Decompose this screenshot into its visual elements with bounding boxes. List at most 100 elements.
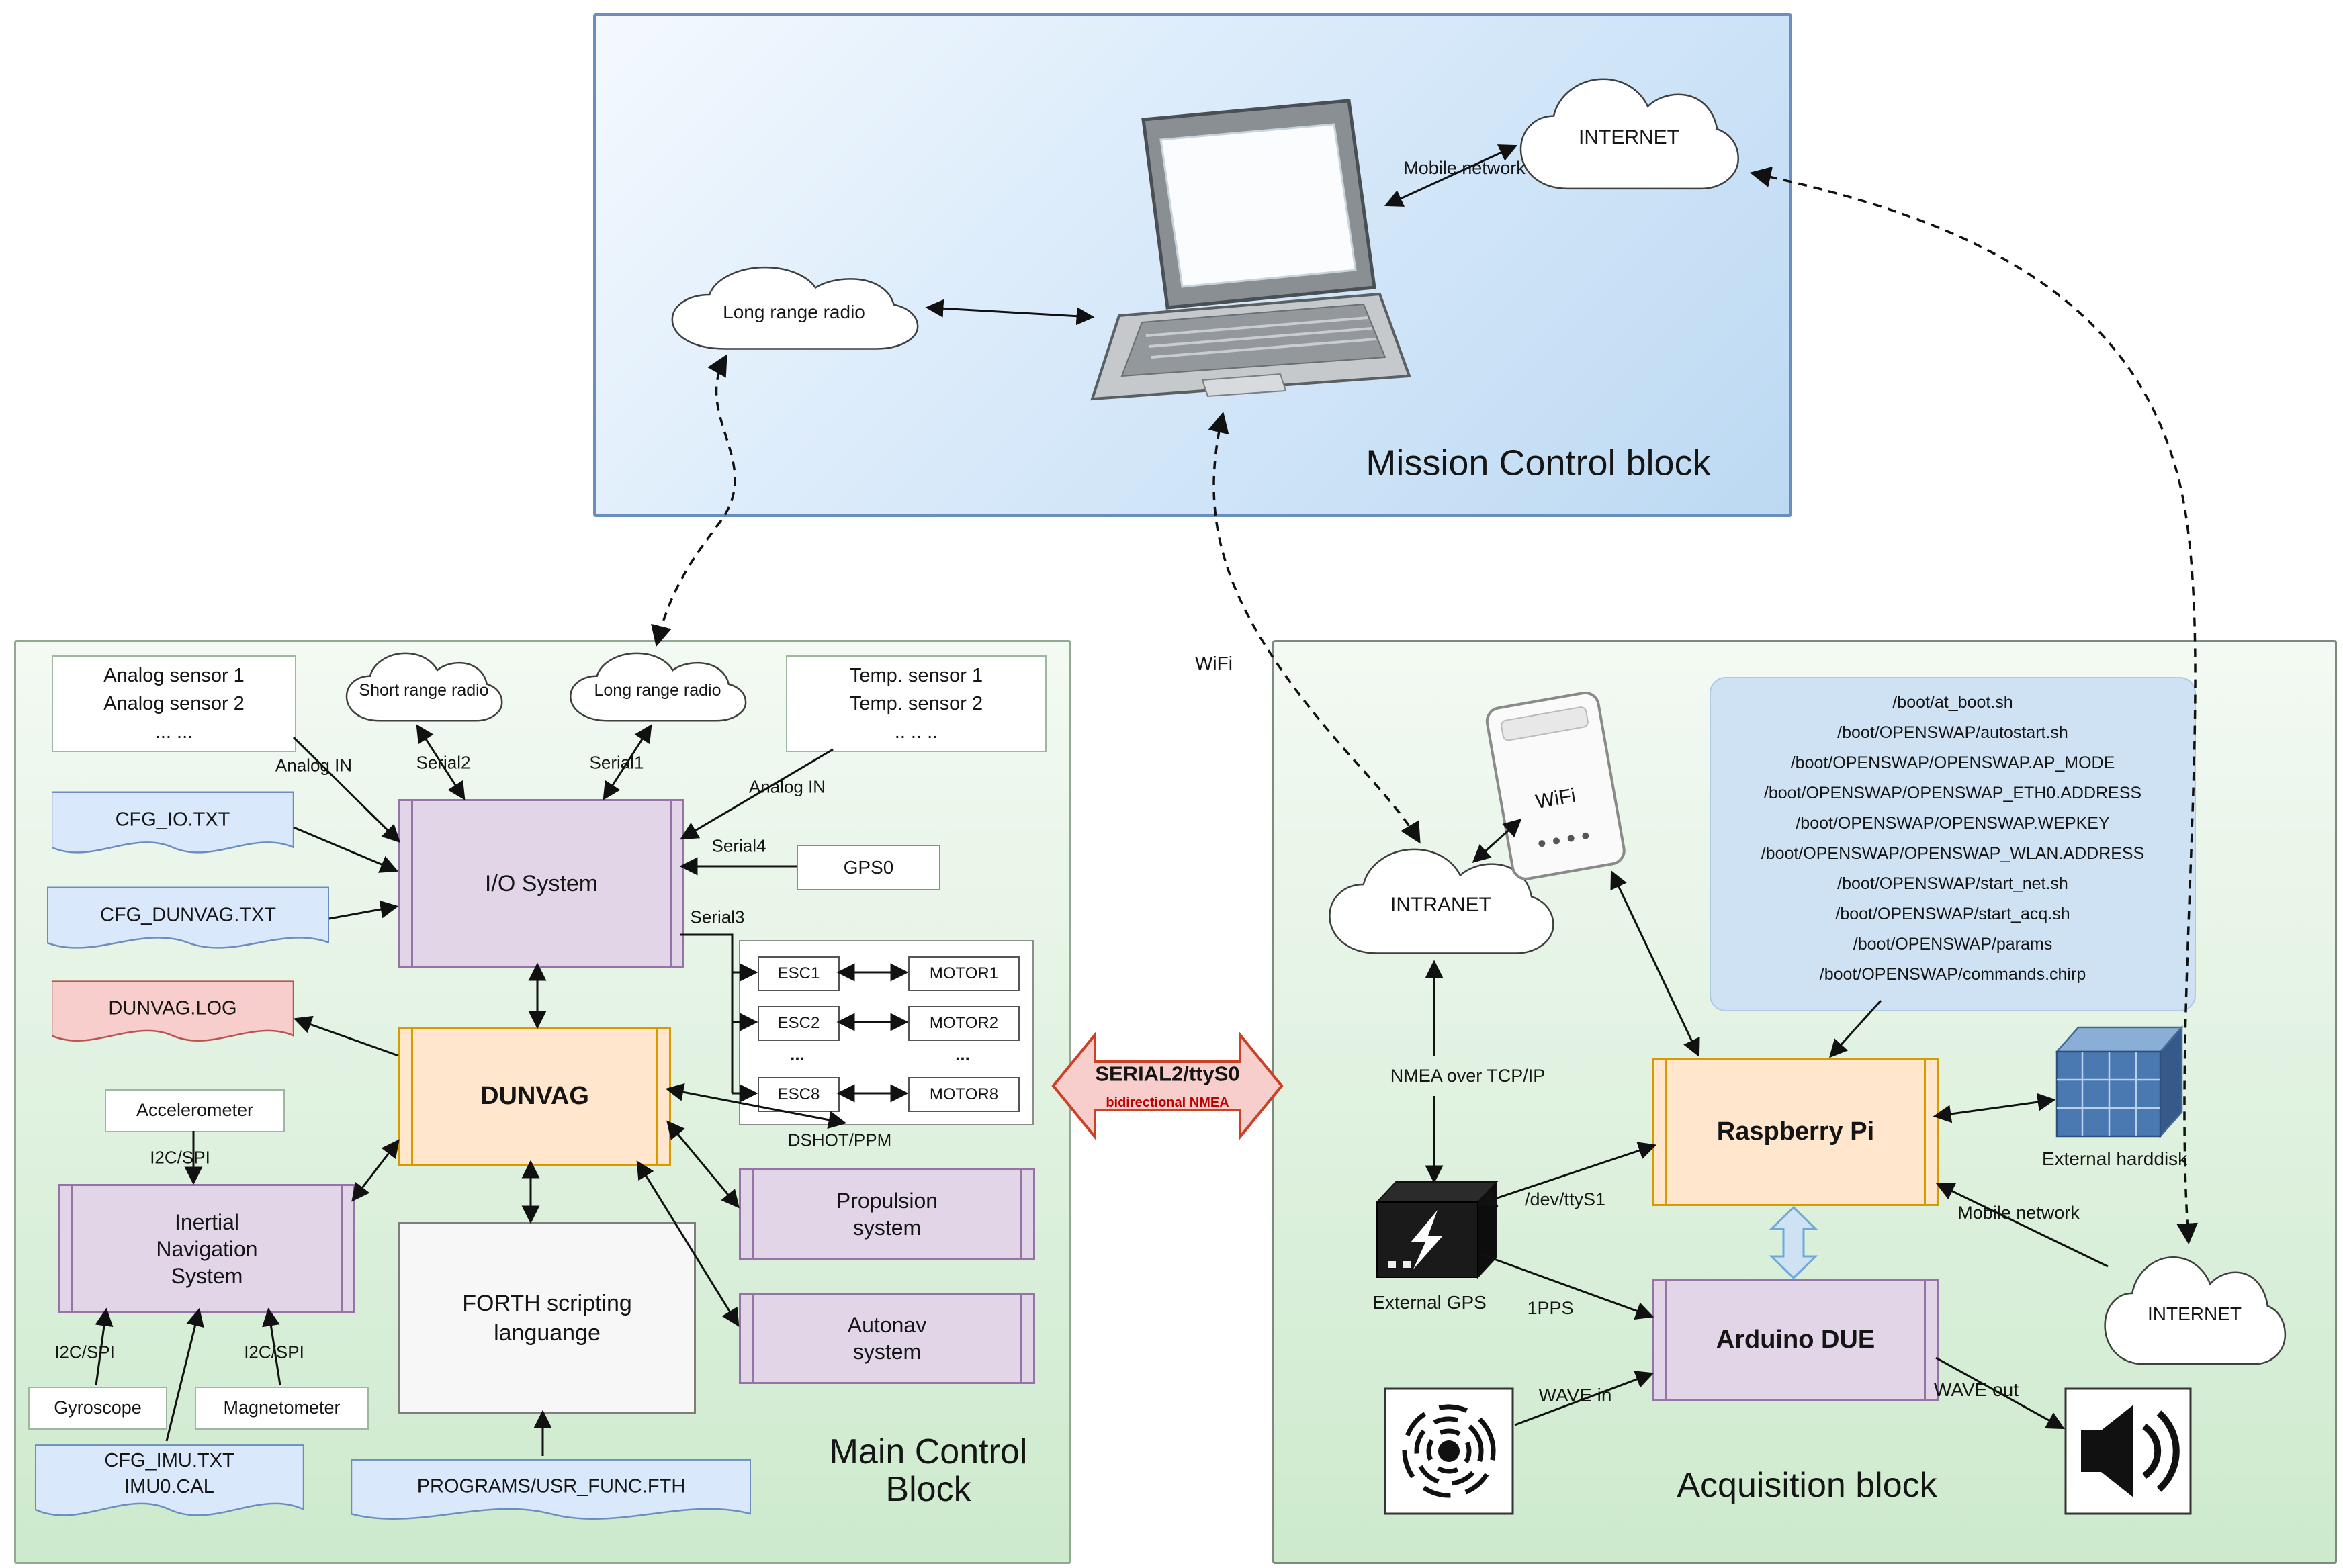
serial3-label: Serial3 [690, 907, 745, 927]
serial2-label: Serial2 [416, 752, 471, 773]
serial2-ttys0-label: SERIAL2/ttyS0 [1095, 1062, 1240, 1086]
gps0-label: GPS0 [843, 856, 894, 878]
file-cfg-dunvag: CFG_DUNVAG.TXT [47, 885, 329, 960]
boot-file-line: /boot/OPENSWAP/OPENSWAP_WLAN.ADDRESS [1761, 844, 2145, 863]
motor8-box: MOTOR8 [908, 1077, 1020, 1112]
esc2-box: ESC2 [758, 1006, 840, 1041]
external-gps-label: External GPS [1372, 1292, 1487, 1313]
boot-file-line: /boot/OPENSWAP/params [1853, 935, 2053, 954]
esc1-label: ESC1 [777, 964, 820, 982]
cfg-dunvag-label: CFG_DUNVAG.TXT [99, 904, 277, 926]
propulsion-node: Propulsion system [739, 1168, 1035, 1260]
analog-sensor-2-label: Analog sensor 2 [103, 692, 245, 714]
motor1-box: MOTOR1 [908, 956, 1020, 991]
esc2-label: ESC2 [777, 1014, 820, 1032]
serial4-label: Serial4 [711, 835, 766, 856]
temp-sensor-more-label: .. .. .. [894, 721, 938, 743]
autonav-node: Autonav system [739, 1293, 1035, 1384]
serial1-label: Serial1 [589, 752, 644, 773]
arduino-due-label: Arduino DUE [1716, 1325, 1875, 1354]
file-cfg-imu: CFG_IMU.TXT IMU0.CAL [35, 1442, 304, 1530]
intranet-cloud-label: INTRANET [1390, 894, 1491, 916]
boot-file-line: /boot/OPENSWAP/start_net.sh [1837, 874, 2068, 893]
gyroscope-box: Gyroscope [28, 1387, 167, 1430]
ins-label-3: System [171, 1263, 243, 1288]
mobile-network-label-acq: Mobile network [1957, 1202, 2080, 1223]
accelerometer-label: Accelerometer [136, 1100, 254, 1121]
esc8-box: ESC8 [758, 1077, 840, 1112]
motor2-box: MOTOR2 [908, 1006, 1020, 1041]
cfg-imu-label: CFG_IMU.TXT [104, 1449, 234, 1471]
mobile-network-label-mission: Mobile network [1403, 157, 1526, 178]
temp-sensors-box: Temp. sensor 1 Temp. sensor 2 .. .. .. [786, 655, 1047, 752]
pps-label: 1PPS [1527, 1297, 1574, 1318]
esc-dots-label: ... [790, 1044, 805, 1064]
file-dunvag-log: DUNVAG.LOG [52, 979, 294, 1053]
wave-out-label: WAVE out [1933, 1379, 2019, 1401]
boot-file-line: /boot/OPENSWAP/autostart.sh [1837, 723, 2068, 742]
i2c-spi-label-mag: I2C/SPI [244, 1342, 304, 1363]
motor1-label: MOTOR1 [929, 964, 999, 982]
io-system-node: I/O System [398, 799, 684, 968]
propulsion-label-1: Propulsion [836, 1189, 938, 1213]
boot-file-line: /boot/OPENSWAP/OPENSWAP_ETH0.ADDRESS [1763, 784, 2142, 802]
forth-box: FORTH scripting languange [398, 1222, 696, 1414]
motor8-label: MOTOR8 [929, 1085, 999, 1103]
raspberry-pi-label: Raspberry Pi [1716, 1117, 1875, 1146]
temp-sensor-2-label: Temp. sensor 2 [849, 692, 983, 714]
acq-title: Acquisition block [1677, 1465, 1937, 1505]
i2c-spi-label-accel: I2C/SPI [150, 1147, 210, 1168]
main-title-line1: Main Control [829, 1432, 1028, 1471]
cfg-io-label: CFG_IO.TXT [115, 809, 230, 831]
long-range-radio-cloud-label-main: Long range radio [594, 681, 721, 700]
boot-file-line: /boot/OPENSWAP/OPENSWAP.WEPKEY [1796, 814, 2110, 833]
internet-cloud-label-mission: INTERNET [1579, 126, 1679, 148]
io-system-label: I/O System [484, 870, 599, 896]
propulsion-label-2: system [852, 1215, 922, 1240]
boot-file-line: /boot/OPENSWAP/commands.chirp [1819, 965, 2086, 984]
analog-in-label-right: Analog IN [748, 776, 826, 797]
esc1-box: ESC1 [758, 956, 840, 991]
ins-node: Inertial Navigation System [58, 1184, 355, 1313]
mission-title: Mission Control block [1366, 443, 1711, 483]
boot-file-line: /boot/OPENSWAP/start_acq.sh [1835, 905, 2070, 923]
imu0-cal-label: IMU0.CAL [124, 1475, 214, 1497]
autonav-label-1: Autonav [847, 1313, 927, 1337]
analog-sensor-1-label: Analog sensor 1 [103, 664, 245, 686]
dunvag-label: DUNVAG [480, 1082, 589, 1111]
wifi-link-label: WiFi [1195, 653, 1233, 674]
arduino-due-node: Arduino DUE [1652, 1279, 1939, 1401]
dunvag-node: DUNVAG [398, 1027, 671, 1166]
external-harddisk-label: External harddisk [2041, 1148, 2188, 1170]
motor2-label: MOTOR2 [929, 1014, 999, 1032]
magnetometer-box: Magnetometer [195, 1387, 369, 1430]
temp-sensor-1-label: Temp. sensor 1 [849, 664, 983, 686]
motor-dots-label: ... [955, 1044, 970, 1064]
gps0-box: GPS0 [797, 845, 940, 890]
boot-file-line: /boot/OPENSWAP/OPENSWAP.AP_MODE [1790, 753, 2115, 772]
bidirectional-nmea-label: bidirectional NMEA [1106, 1095, 1229, 1110]
magnetometer-label: Magnetometer [223, 1397, 341, 1418]
ins-label-1: Inertial [174, 1209, 240, 1234]
dunvag-log-label: DUNVAG.LOG [108, 997, 237, 1019]
analog-sensors-box: Analog sensor 1 Analog sensor 2 ... ... [52, 655, 296, 752]
forth-label-1: FORTH scripting [462, 1290, 632, 1316]
file-cfg-io: CFG_IO.TXT [52, 790, 294, 865]
i2c-spi-label-gyro: I2C/SPI [54, 1342, 115, 1363]
main-title-line2: Block [885, 1469, 971, 1509]
analog-sensor-more-label: ... ... [154, 721, 193, 743]
internet-cloud-label-acq: INTERNET [2148, 1303, 2242, 1325]
nmea-tcpip-label: NMEA over TCP/IP [1390, 1065, 1546, 1086]
boot-files-box: /boot/at_boot.sh /boot/OPENSWAP/autostar… [1710, 677, 2196, 1011]
long-range-radio-cloud-label: Long range radio [723, 302, 865, 323]
forth-label-2: languange [494, 1320, 601, 1346]
dshot-ppm-label: DSHOT/PPM [787, 1129, 892, 1150]
analog-in-label-left: Analog IN [275, 755, 353, 776]
autonav-label-2: system [852, 1340, 922, 1364]
wave-in-label: WAVE in [1538, 1385, 1612, 1406]
esc8-label: ESC8 [777, 1085, 820, 1103]
dev-ttys1-label: /dev/ttyS1 [1524, 1189, 1606, 1209]
gyroscope-label: Gyroscope [54, 1397, 142, 1418]
raspberry-pi-node: Raspberry Pi [1652, 1058, 1939, 1206]
